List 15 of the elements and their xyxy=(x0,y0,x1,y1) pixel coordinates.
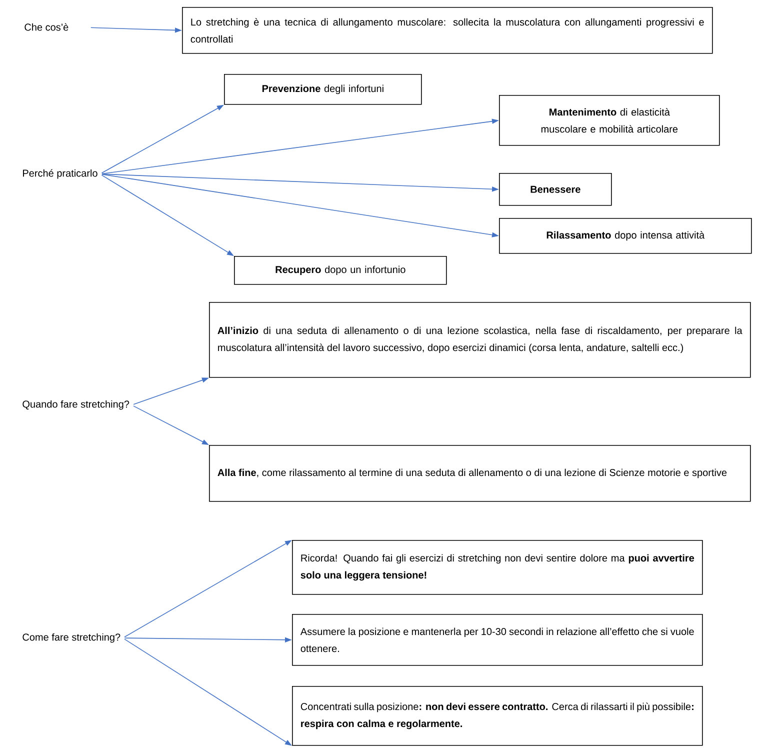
text-box: All’inizio di una seduta di allenamento o di una lezione scolastica, nella fase di riscaldamento, per preparare la muscolatura all’intensità del lavoro successivo, dopo esercizi dinamici (corsa lenta, andature, saltelli ecc.) xyxy=(209,302,751,378)
text-box: Mantenimento di elasticità muscolare e mobilità articolare xyxy=(499,95,720,146)
question-label: Che cos’è xyxy=(24,23,68,31)
text-box: Ricorda! Quando fai gli esercizi di stretching non devi sentire dolore ma puoi avvertire solo una leggera tensione! xyxy=(292,540,703,595)
text-box: Concentrati sulla posizione: non devi essere contratto. Cerca di rilassarti il più possibile: respira con calma e regolarmente. xyxy=(292,686,703,746)
text-box: Benessere xyxy=(499,173,612,206)
text-box: Rilassamento dopo intensa attività xyxy=(499,218,752,254)
text-box: Lo stretching è una tecnica di allungamento muscolare: sollecita la muscolatura con allungamenti progressivi e controllati xyxy=(182,7,713,54)
question-label: Quando fare stretching? xyxy=(22,400,130,410)
text-box: Alla fine, come rilassamento al termine di una seduta di allenamento o di una lezione di Scienze motorie e sportive xyxy=(209,445,751,502)
question-label: Perché praticarlo xyxy=(23,169,98,179)
text-box: Prevenzione degli infortuni xyxy=(224,74,422,105)
text-box: Recupero dopo un infortunio xyxy=(234,256,447,285)
question-label: Come fare stretching? xyxy=(22,633,120,643)
text-box: Assumere la posizione e mantenerla per 10-30 secondi in relazione all’effetto che si vuole ottenere. xyxy=(292,614,703,666)
